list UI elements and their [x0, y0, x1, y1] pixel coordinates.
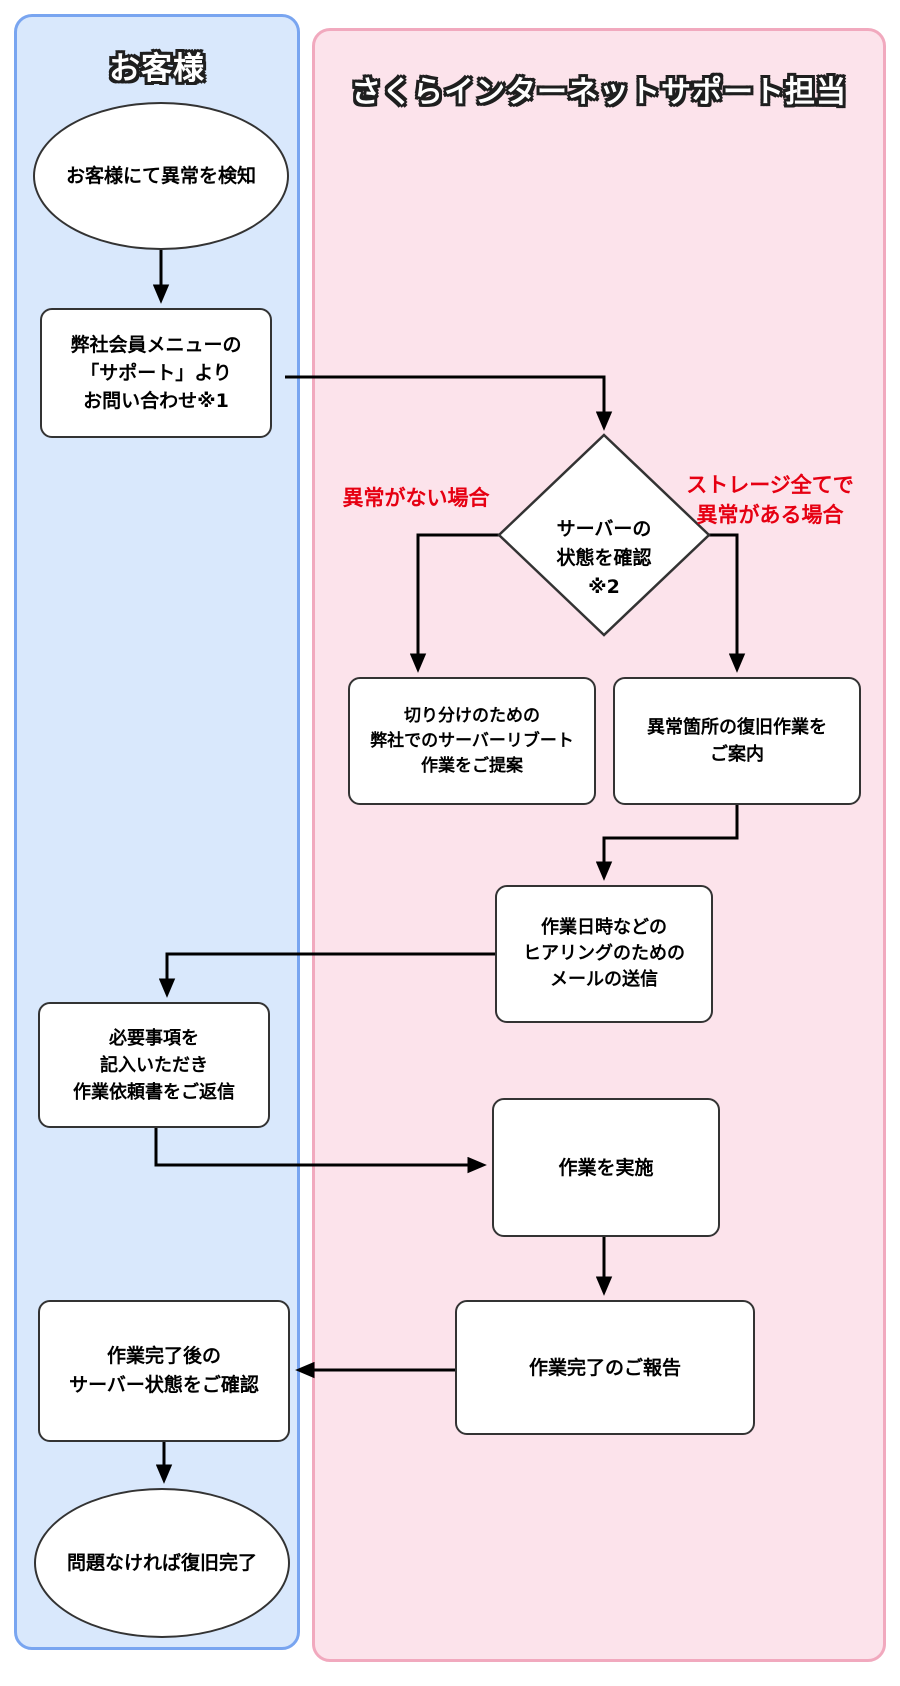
node-line: 必要事項を — [109, 1027, 199, 1049]
branch-label-storage-abnormality: ストレージ全てで 異常がある場合 — [670, 470, 870, 530]
node-send-hearing-mail: 作業日時などの ヒアリングのための メールの送信 — [495, 885, 713, 1023]
node-line: サーバー状態をご確認 — [69, 1374, 259, 1396]
node-line: 切り分けのための — [404, 705, 540, 726]
node-confirm-server-state: 作業完了後の サーバー状態をご確認 — [38, 1300, 290, 1442]
node-line: ※2 — [588, 576, 620, 598]
node-line: ご案内 — [710, 744, 764, 765]
node-text: 作業を実施 — [558, 1156, 654, 1179]
branch-label-line: 異常がある場合 — [696, 503, 844, 527]
branch-label-line: 異常がない場合 — [342, 486, 490, 510]
node-detect-anomaly: お客様にて異常を検知 — [33, 102, 289, 250]
node-execute-work: 作業を実施 — [492, 1098, 720, 1237]
node-guide-recovery: 異常箇所の復旧作業を ご案内 — [613, 677, 861, 805]
branch-label-no-abnormality: 異常がない場合 — [334, 486, 498, 510]
node-line: 「サポート」より — [80, 362, 232, 384]
branch-label-line: ストレージ全てで — [686, 473, 854, 497]
node-line: 状態を確認 — [556, 547, 652, 569]
support-lane-title: さくらインターネットサポート担当 — [351, 75, 847, 110]
node-line: お問い合わせ※1 — [83, 390, 229, 412]
node-line: 作業完了後の — [106, 1345, 221, 1367]
node-line: 作業をご提案 — [421, 755, 523, 776]
node-line: 弊社会員メニューの — [70, 334, 242, 356]
node-propose-reboot: 切り分けのための 弊社でのサーバーリブート 作業をご提案 — [348, 677, 596, 805]
node-contact-support: 弊社会員メニューの 「サポート」より お問い合わせ※1 — [40, 308, 272, 438]
node-return-request-form: 必要事項を 記入いただき 作業依頼書をご返信 — [38, 1002, 270, 1128]
node-recovery-complete: 問題なければ復旧完了 — [34, 1488, 290, 1638]
node-line: 作業依頼書をご返信 — [73, 1081, 235, 1103]
node-line: 記入いただき — [100, 1054, 208, 1076]
node-line: 弊社でのサーバーリブート — [370, 730, 574, 751]
node-line: サーバーの — [556, 518, 652, 540]
customer-lane-title: お客様 — [109, 51, 205, 87]
node-line: ヒアリングのための — [523, 943, 685, 964]
node-text: 作業完了のご報告 — [528, 1356, 681, 1379]
node-line: 作業日時などの — [541, 917, 667, 938]
node-report-completion: 作業完了のご報告 — [455, 1300, 755, 1435]
node-check-server-state-label: サーバーの 状態を確認 ※2 — [504, 515, 704, 602]
node-text: 問題なければ復旧完了 — [66, 1552, 257, 1574]
node-line: メールの送信 — [550, 969, 658, 990]
node-line: 異常箇所の復旧作業を — [647, 717, 827, 738]
node-text: お客様にて異常を検知 — [65, 165, 256, 187]
